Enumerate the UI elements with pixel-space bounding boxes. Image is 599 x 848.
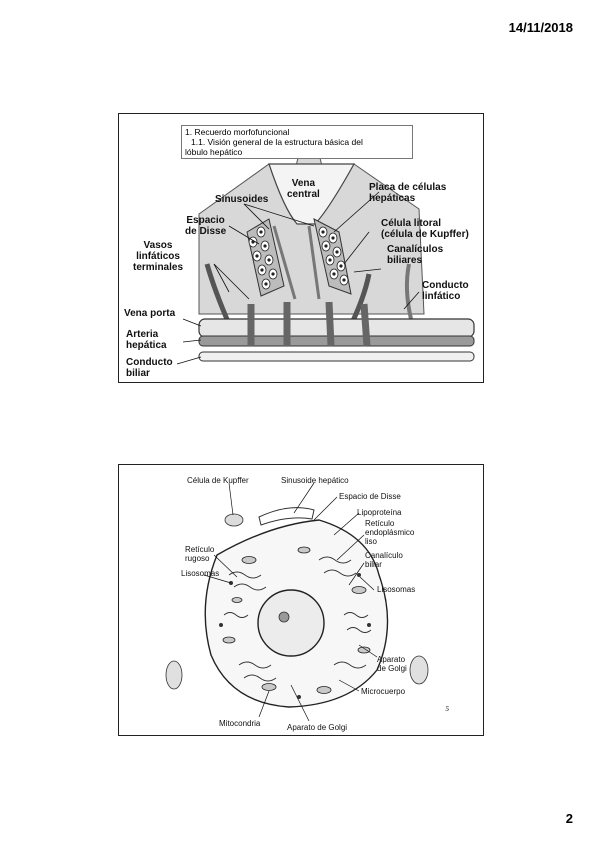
label-reticulo-rugoso-2: rugoso <box>185 554 210 563</box>
label-golgi-bottom: Aparato de Golgi <box>287 723 348 732</box>
label-vasos-3: terminales <box>133 262 184 273</box>
slide-number: 5 <box>445 705 450 713</box>
slide-hepatocyte: Célula de Kupffer Sinusoide hepático Esp… <box>118 464 484 736</box>
label-disse: Espacio de Disse <box>339 492 401 501</box>
label-arteria-2: hepática <box>126 340 167 351</box>
label-celula-litoral-1: Célula litoral <box>381 218 442 229</box>
label-canaliculo-2: biliar <box>365 560 382 569</box>
label-espacio-1: Espacio <box>186 215 225 226</box>
label-reticulo-liso-1: Retículo <box>365 519 395 528</box>
slide-title-line3: lóbulo hepático <box>185 147 243 157</box>
label-mitocondria: Mitocondria <box>219 719 261 728</box>
label-conducto-linfatico-2: linfático <box>422 291 461 302</box>
label-lisosomas-right: Lisosomas <box>377 585 416 594</box>
label-reticulo-liso-2: endoplásmico <box>365 528 415 537</box>
page-number: 2 <box>565 811 573 826</box>
label-lisosomas-left: Lisosomas <box>181 569 220 578</box>
slide-title-line1: 1. Recuerdo morfofuncional <box>185 127 290 137</box>
label-conducto-linfatico-1: Conducto <box>422 280 469 291</box>
label-sinusoide: Sinusoide hepático <box>281 476 349 485</box>
label-golgi-right-1: Aparato <box>377 655 406 664</box>
label-canaliculo-1: Canalículo <box>365 551 403 560</box>
label-reticulo-liso-3: liso <box>365 537 378 546</box>
label-placa-2: hepáticas <box>369 193 416 204</box>
label-sinusoides: Sinusoides <box>215 194 269 205</box>
label-canaliculos-1: Canalículos <box>387 244 444 255</box>
label-vasos-2: linfáticos <box>136 251 180 262</box>
label-golgi-right-2: de Golgi <box>377 664 407 673</box>
slide-title-line2: 1.1. Visión general de la estructura bás… <box>191 137 363 147</box>
label-espacio-2: de Disse <box>185 226 227 237</box>
label-vasos-1: Vasos <box>143 240 173 251</box>
label-arteria-1: Arteria <box>126 329 159 340</box>
label-microcuerpo: Microcuerpo <box>361 687 406 696</box>
label-celula-litoral-2: (célula de Kupffer) <box>381 229 469 240</box>
slide-liver-lobule: 1. Recuerdo morfofuncional 1.1. Visión g… <box>118 113 484 383</box>
label-conducto-biliar-2: biliar <box>126 368 150 379</box>
label-conducto-biliar-1: Conducto <box>126 357 173 368</box>
header-date: 14/11/2018 <box>508 20 573 35</box>
hepatocyte-illustration <box>165 482 429 722</box>
label-kupffer: Célula de Kupffer <box>187 476 249 485</box>
liver-lobule-illustration <box>176 153 475 365</box>
label-placa-1: Placa de células <box>369 182 447 193</box>
label-vena-central-2: central <box>287 189 320 200</box>
slide-title-box: 1. Recuerdo morfofuncional 1.1. Visión g… <box>181 125 413 159</box>
label-reticulo-rugoso-1: Retículo <box>185 545 215 554</box>
label-vena-central-1: Vena <box>291 178 316 189</box>
label-lipoproteina: Lipoproteína <box>357 508 402 517</box>
label-canaliculos-2: biliares <box>387 255 423 266</box>
label-vena-porta: Vena porta <box>124 308 176 319</box>
